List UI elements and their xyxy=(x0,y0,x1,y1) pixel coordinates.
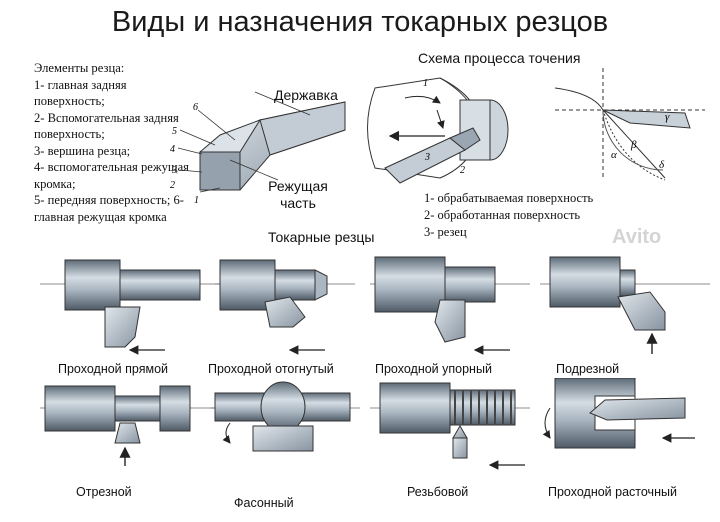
legend-item: 3- вершина резца; xyxy=(34,143,131,158)
legend-item: 4- вспомогательная режущая кромка; xyxy=(34,160,189,191)
avito-watermark: Avito xyxy=(612,226,662,248)
page-title: Виды и назначения токарных резцов xyxy=(111,6,609,38)
legend-item: 2- Вспомогательная задняя поверхность; xyxy=(34,110,179,142)
turning-scheme-diagram: 1 2 3 γ α β δ xyxy=(367,68,705,184)
part-number: 1 xyxy=(194,195,199,206)
scheme-marker: 1 xyxy=(423,78,428,89)
cutter-parts-diagram: 6 5 4 3 2 1 xyxy=(170,91,346,206)
cutter-facing-diagram xyxy=(540,256,710,354)
cutters-section-title: Токарные резцы xyxy=(268,229,375,245)
part-number: 2 xyxy=(170,180,175,191)
cutter-elements-legend: Элементы резца: 1- главная задняя поверх… xyxy=(34,60,194,225)
cutter-caption: Проходной расточный xyxy=(548,485,677,499)
cutters-row-2 xyxy=(40,378,695,470)
cutter-straight-diagram xyxy=(40,259,220,355)
part-number: 4 xyxy=(170,144,175,155)
part-number: 5 xyxy=(172,126,177,137)
cutter-caption: Проходной упорный xyxy=(375,362,492,376)
cutter-thrust-diagram xyxy=(370,256,530,355)
legend-heading: Элементы резца: xyxy=(34,61,125,75)
angle-label: α xyxy=(611,149,617,161)
scheme-marker: 2 xyxy=(460,165,465,176)
cutter-caption: Подрезной xyxy=(556,362,620,376)
scheme-legend-item: 1- обрабатываемая поверхность xyxy=(424,191,594,205)
part-number: 6 xyxy=(193,102,198,113)
cutter-form-diagram xyxy=(210,381,360,452)
cutter-bent-diagram xyxy=(215,259,355,355)
cutter-caption: Фасонный xyxy=(234,496,294,510)
part-number: 3 xyxy=(171,165,177,176)
cutter-boring-diagram xyxy=(542,378,695,449)
holder-label: Державка xyxy=(274,87,338,103)
angle-label: β xyxy=(630,139,637,151)
scheme-legend-item: 3- резец xyxy=(424,225,467,239)
legend-item: 5- передняя поверхность; 6- главная режу… xyxy=(34,193,184,224)
cutter-caption: Резьбовой xyxy=(407,485,469,499)
cutter-caption: Проходной отогнутый xyxy=(208,362,334,376)
scheme-legend-item: 2- обработанная поверхность xyxy=(424,208,581,222)
legend-item: 1- главная задняя поверхность; xyxy=(34,77,127,109)
cutter-threading-diagram xyxy=(370,382,530,470)
cutter-parting-diagram xyxy=(40,385,220,466)
turning-scheme-title: Схема процесса точения xyxy=(418,50,581,66)
cutter-caption: Отрезной xyxy=(76,485,132,499)
cutter-caption: Проходной прямой xyxy=(58,362,169,376)
scheme-marker: 3 xyxy=(424,152,430,163)
cutting-part-label: Режущая часть xyxy=(268,178,328,211)
angle-label: δ xyxy=(659,159,665,171)
angle-label: γ xyxy=(665,111,670,123)
cutters-row-1 xyxy=(40,256,710,355)
scheme-legend: 1- обрабатываемая поверхность 2- обработ… xyxy=(424,190,593,241)
